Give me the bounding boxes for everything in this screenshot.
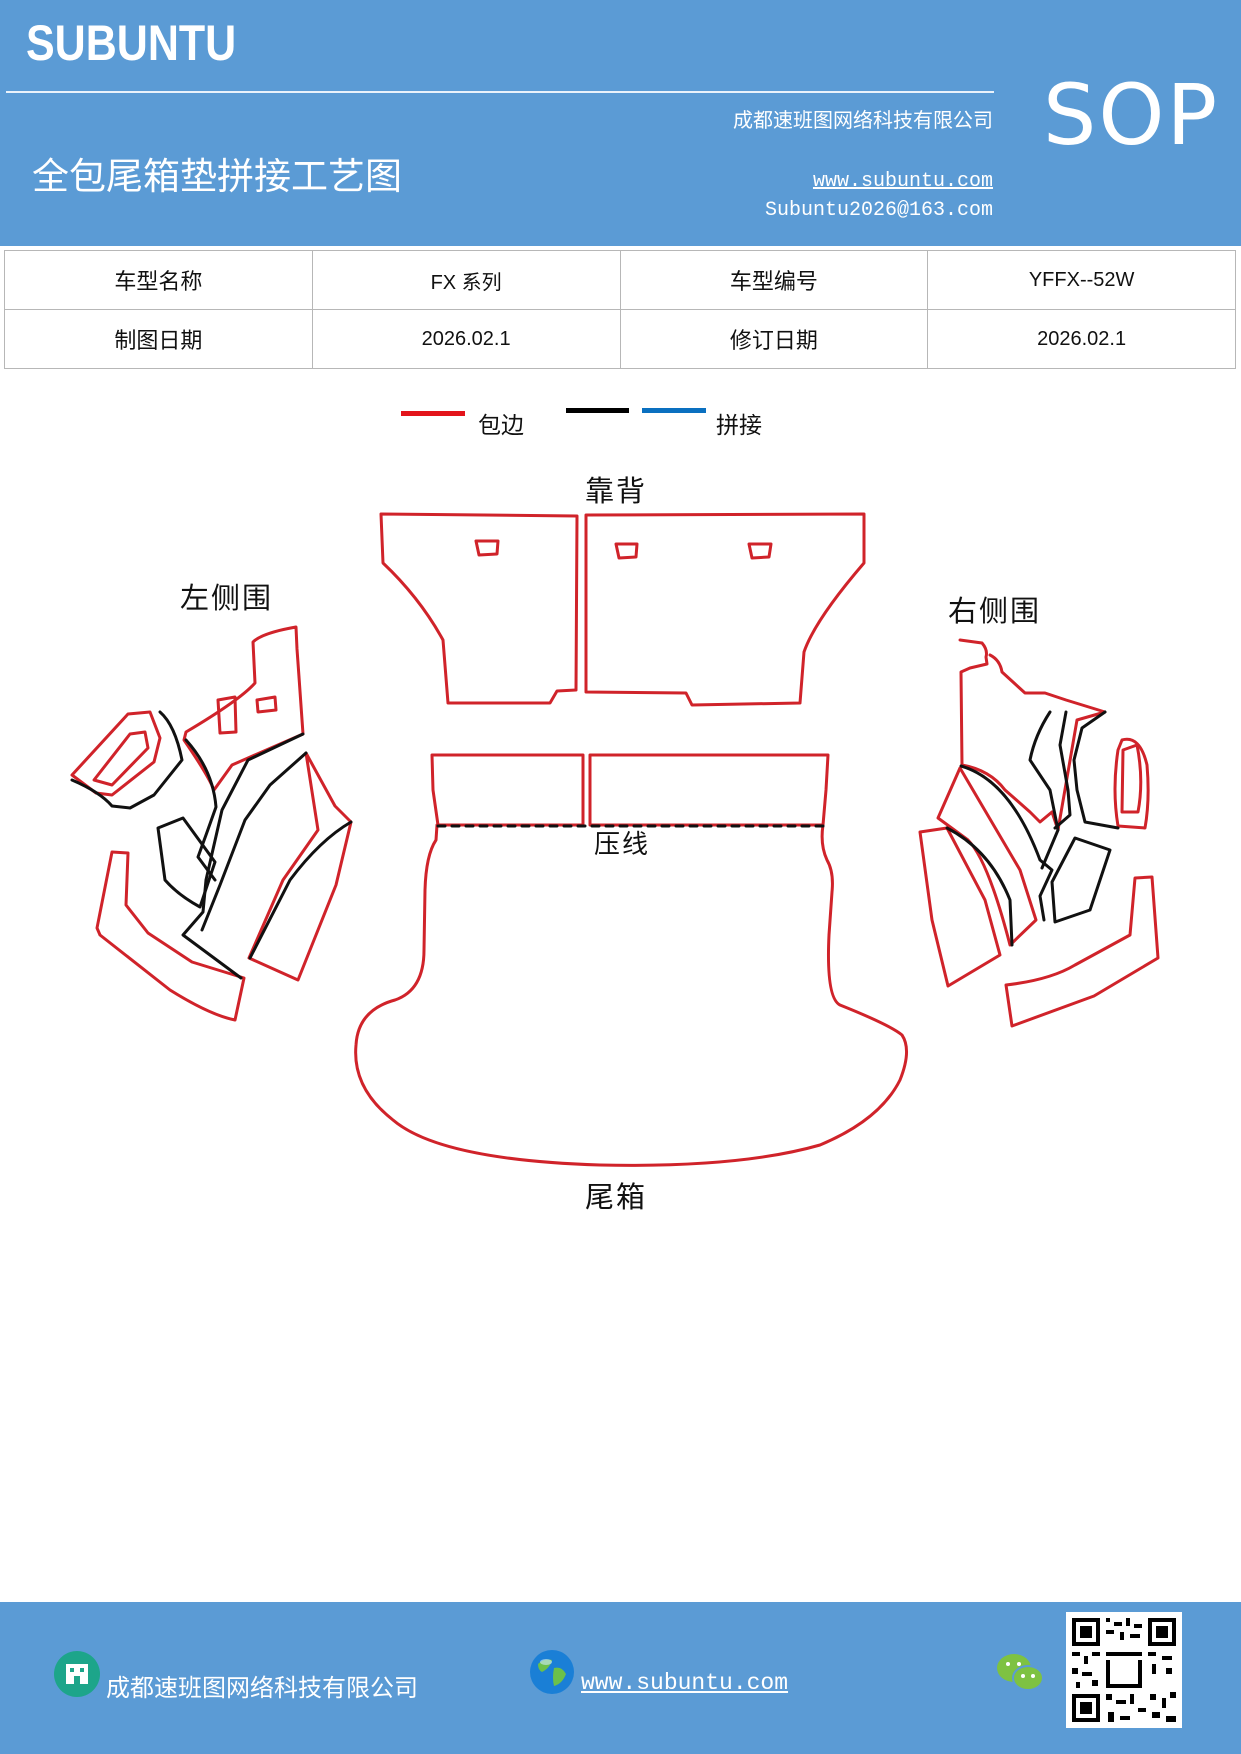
trunk-upper-left: [430, 753, 585, 827]
table-cell: 车型编号: [619, 250, 929, 310]
right-seam-5: [945, 826, 1014, 947]
header-divider: [6, 91, 994, 93]
left-side-slot-2: [255, 695, 278, 714]
legend-seam-label: 拼接: [716, 413, 762, 439]
document-title: 全包尾箱垫拼接工艺图: [32, 155, 402, 198]
left-side-slot-1: [216, 695, 238, 735]
globe-icon: [530, 1650, 574, 1694]
right-seam-3: [1028, 710, 1060, 870]
pattern-svg: [70, 512, 1160, 1167]
left-seam-1: [70, 710, 184, 810]
company-name: 成都速班图网络科技有限公司: [733, 108, 993, 132]
table-cell: FX 系列: [311, 250, 621, 310]
legend: 包边 拼接: [0, 398, 1241, 442]
backrest-right-hole-1: [614, 542, 639, 560]
trunk-upper-right: [588, 753, 830, 827]
vehicle-info-table: 车型名称 FX 系列 车型编号 YFFX--52W 制图日期 2026.02.1…: [4, 250, 1236, 369]
building-icon: [54, 1651, 100, 1697]
right-side-bottom-piece: [1004, 875, 1160, 1028]
footer-website-link[interactable]: www.subuntu.com: [581, 1670, 789, 1696]
brand-logo: SUBUNTU: [26, 15, 237, 71]
left-seam-5: [248, 820, 353, 960]
right-side-top-piece: [958, 638, 1107, 832]
mat-pattern-diagram: 靠背 左侧围 右侧围 压线 尾箱: [0, 450, 1241, 1234]
left-seam-4: [200, 751, 308, 932]
backrest-left-panel: [379, 512, 579, 705]
left-seam-6: [156, 816, 217, 909]
backrest-right-panel: [584, 512, 866, 707]
qr-code: [1066, 1612, 1182, 1728]
sop-label: SOP: [1043, 66, 1220, 164]
table-row: 制图日期 2026.02.1 修订日期 2026.02.1: [4, 309, 1236, 369]
left-seam-2: [184, 738, 218, 882]
right-seam-6: [1050, 836, 1112, 924]
table-cell: 修订日期: [619, 309, 929, 369]
legend-seam-swatch-black: [566, 408, 629, 413]
legend-edge-label: 包边: [478, 413, 524, 439]
left-side-bottom-piece: [95, 850, 246, 1022]
right-side-oval: [1113, 737, 1150, 830]
left-seam-3: [181, 732, 305, 980]
table-cell: 制图日期: [4, 309, 313, 369]
label-crease: 压线: [594, 830, 651, 860]
table-cell: 2026.02.1: [311, 309, 621, 369]
legend-edge-swatch: [401, 411, 465, 416]
legend-seam-swatch-blue: [642, 408, 706, 413]
footer-banner: 成都速班图网络科技有限公司 www.subuntu.com: [0, 1602, 1241, 1754]
website-link[interactable]: www.subuntu.com: [812, 170, 993, 193]
email-address: Subuntu2026@163.com: [764, 199, 993, 222]
backrest-right-hole-2: [747, 542, 773, 560]
right-seam-1: [1072, 710, 1120, 830]
right-side-mid-piece: [936, 766, 1038, 947]
label-right-side: 右侧围: [948, 594, 1042, 628]
backrest-left-hole: [474, 539, 500, 557]
footer-company: 成都速班图网络科技有限公司: [106, 1674, 418, 1702]
table-cell: 2026.02.1: [927, 309, 1236, 369]
right-seam-4: [959, 764, 1054, 922]
right-seam-2: [1053, 710, 1072, 830]
table-cell: YFFX--52W: [927, 250, 1236, 310]
wechat-icon: [997, 1654, 1044, 1691]
trunk-floor-panel: [354, 823, 908, 1167]
label-trunk: 尾箱: [585, 1180, 648, 1214]
table-row: 车型名称 FX 系列 车型编号 YFFX--52W: [4, 250, 1236, 310]
header-banner: SUBUNTU 成都速班图网络科技有限公司 全包尾箱垫拼接工艺图 SOP www…: [0, 0, 1241, 246]
label-left-side: 左侧围: [180, 581, 274, 615]
right-side-left-piece: [918, 826, 1002, 988]
left-side-oval-inner: [92, 730, 150, 787]
table-cell: 车型名称: [4, 250, 313, 310]
right-side-oval-inner: [1120, 743, 1143, 814]
left-side-right-piece: [247, 751, 353, 982]
label-backrest: 靠背: [585, 474, 648, 508]
